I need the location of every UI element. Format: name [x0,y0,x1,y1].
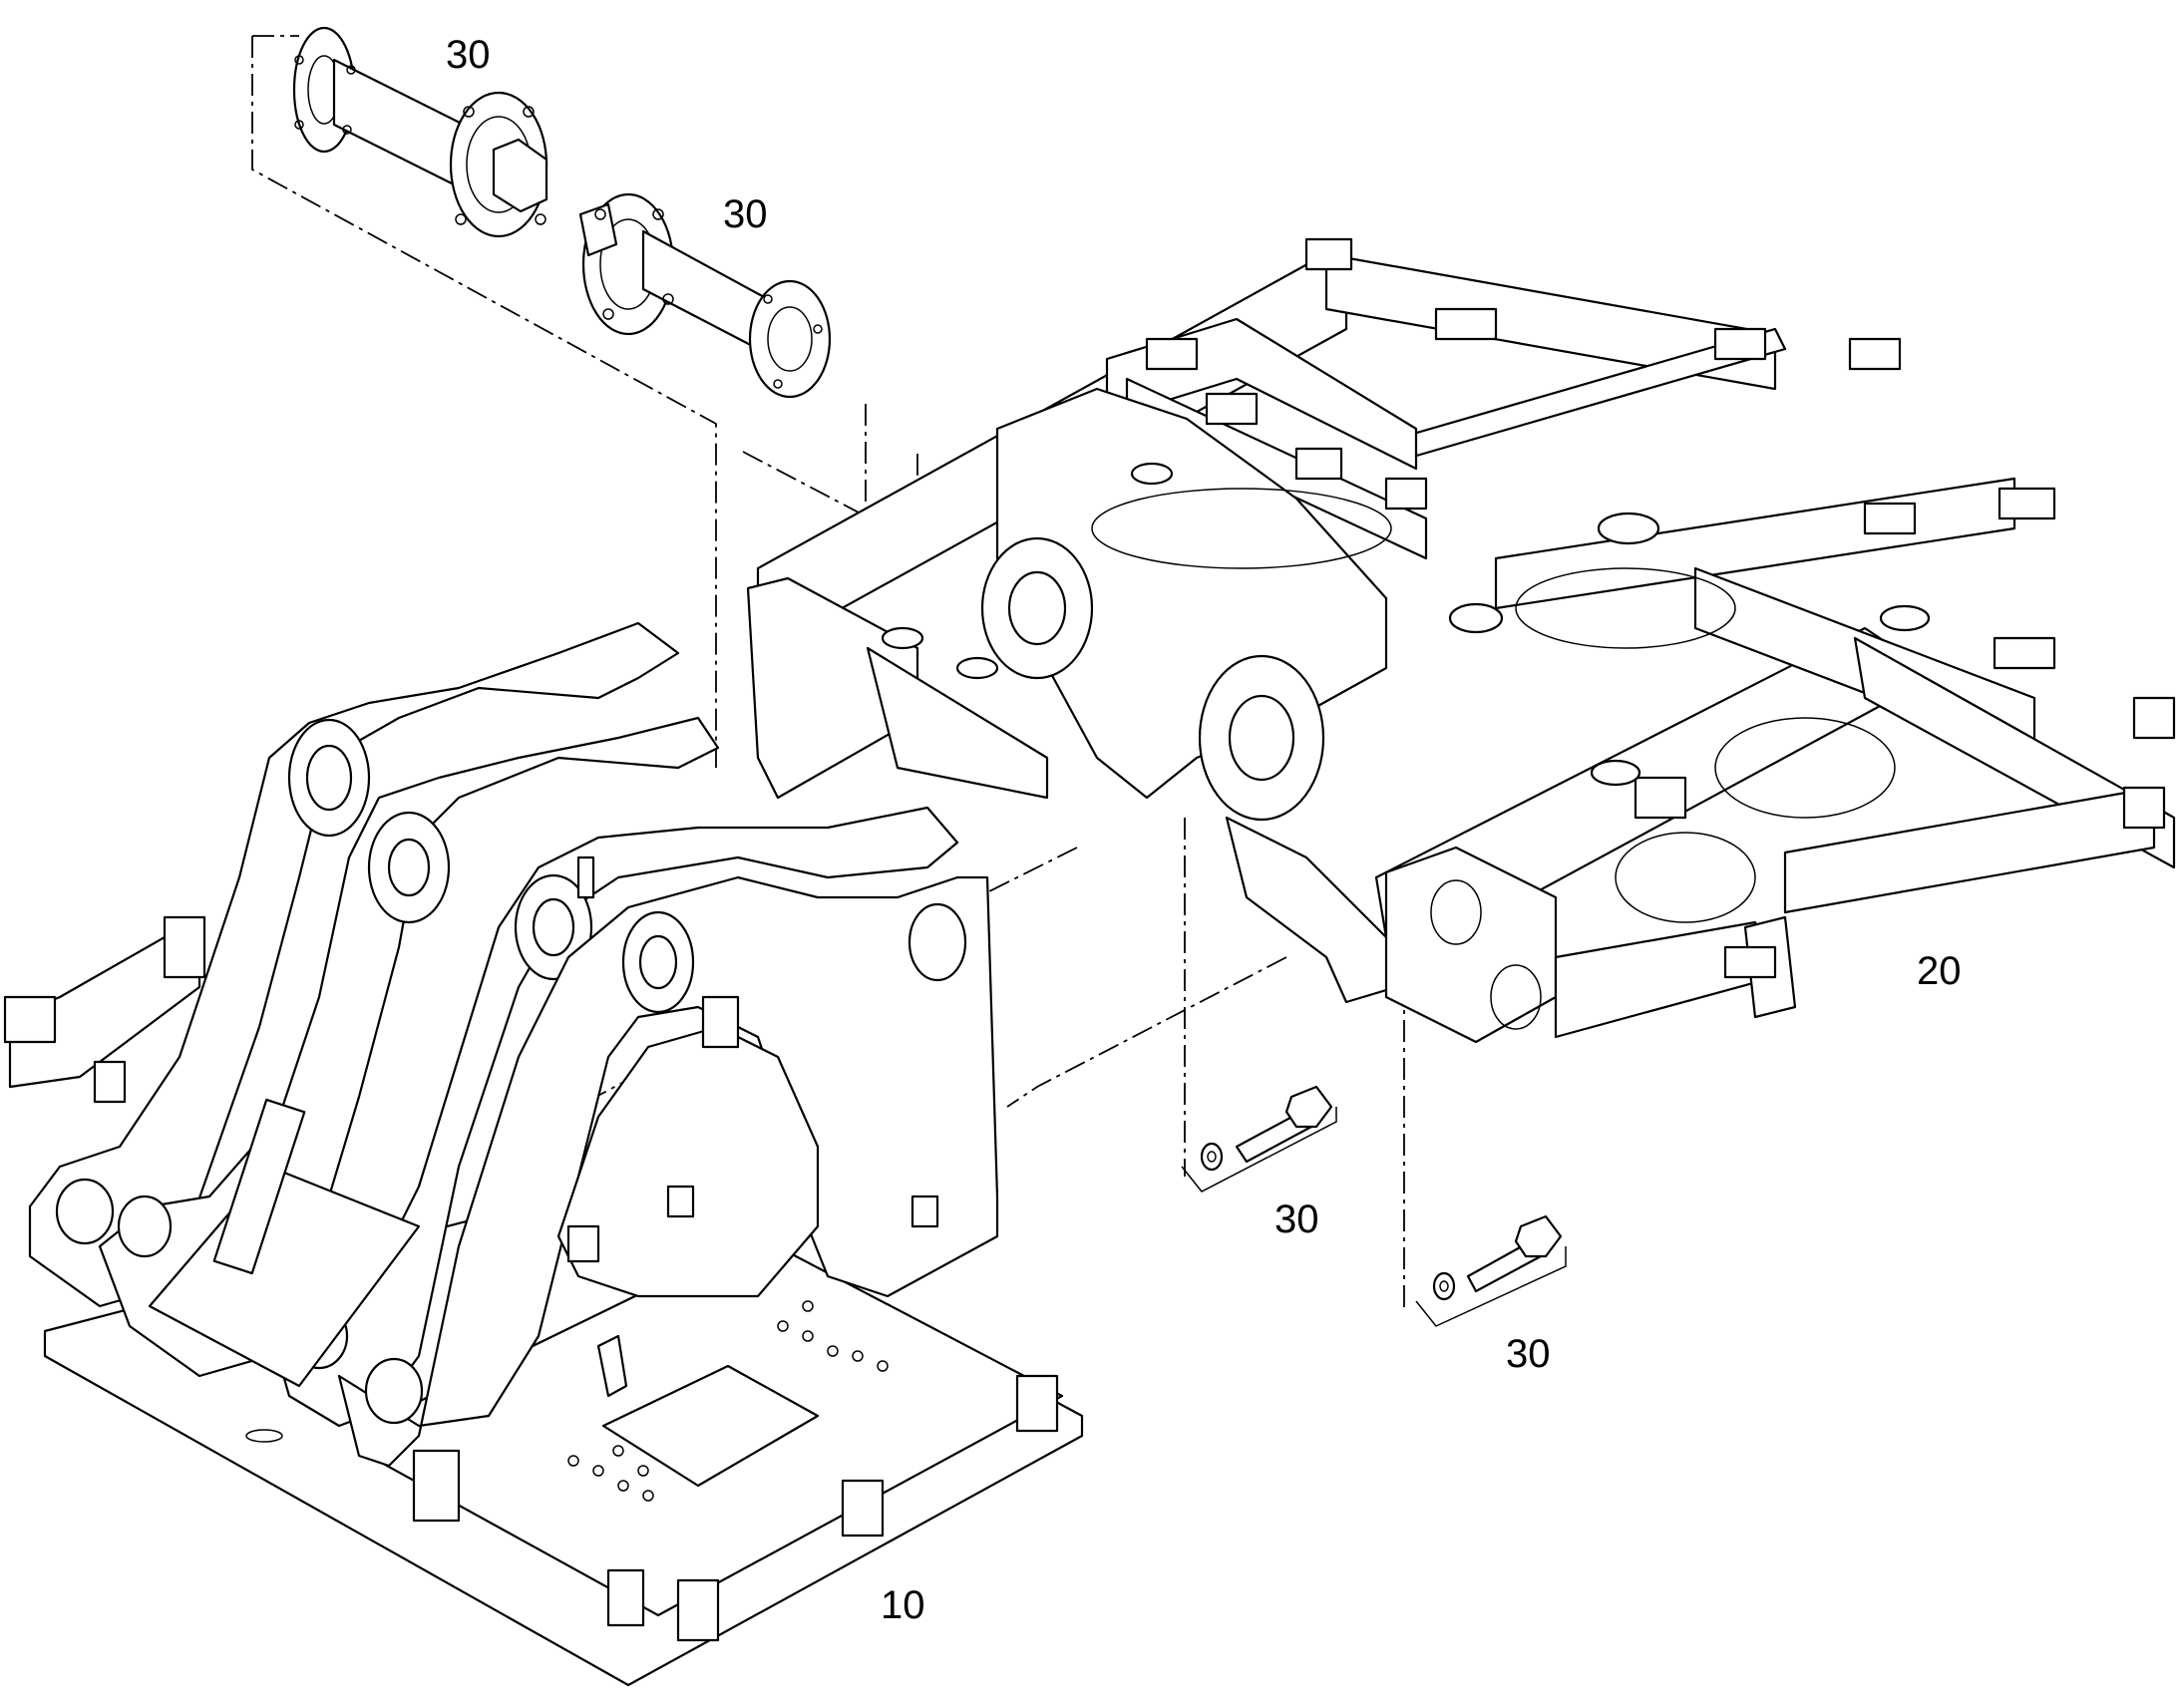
bolt-part-upper [1181,1085,1337,1193]
bolt-part-lower [1415,1214,1567,1327]
shaft-part-lower [578,192,832,399]
callout-frame-front: 10 [881,1583,925,1627]
callout-bolt-upper: 30 [1274,1197,1319,1241]
shaft-part-upper [292,26,548,238]
callout-bolt-lower: 30 [1506,1332,1551,1376]
callout-frame-rear: 20 [1917,949,1962,993]
callout-shaft-lower: 30 [723,192,768,236]
callout-shaft-upper: 30 [446,33,491,77]
rear-frame-part [746,237,2176,1044]
front-frame-part [3,621,1084,1687]
